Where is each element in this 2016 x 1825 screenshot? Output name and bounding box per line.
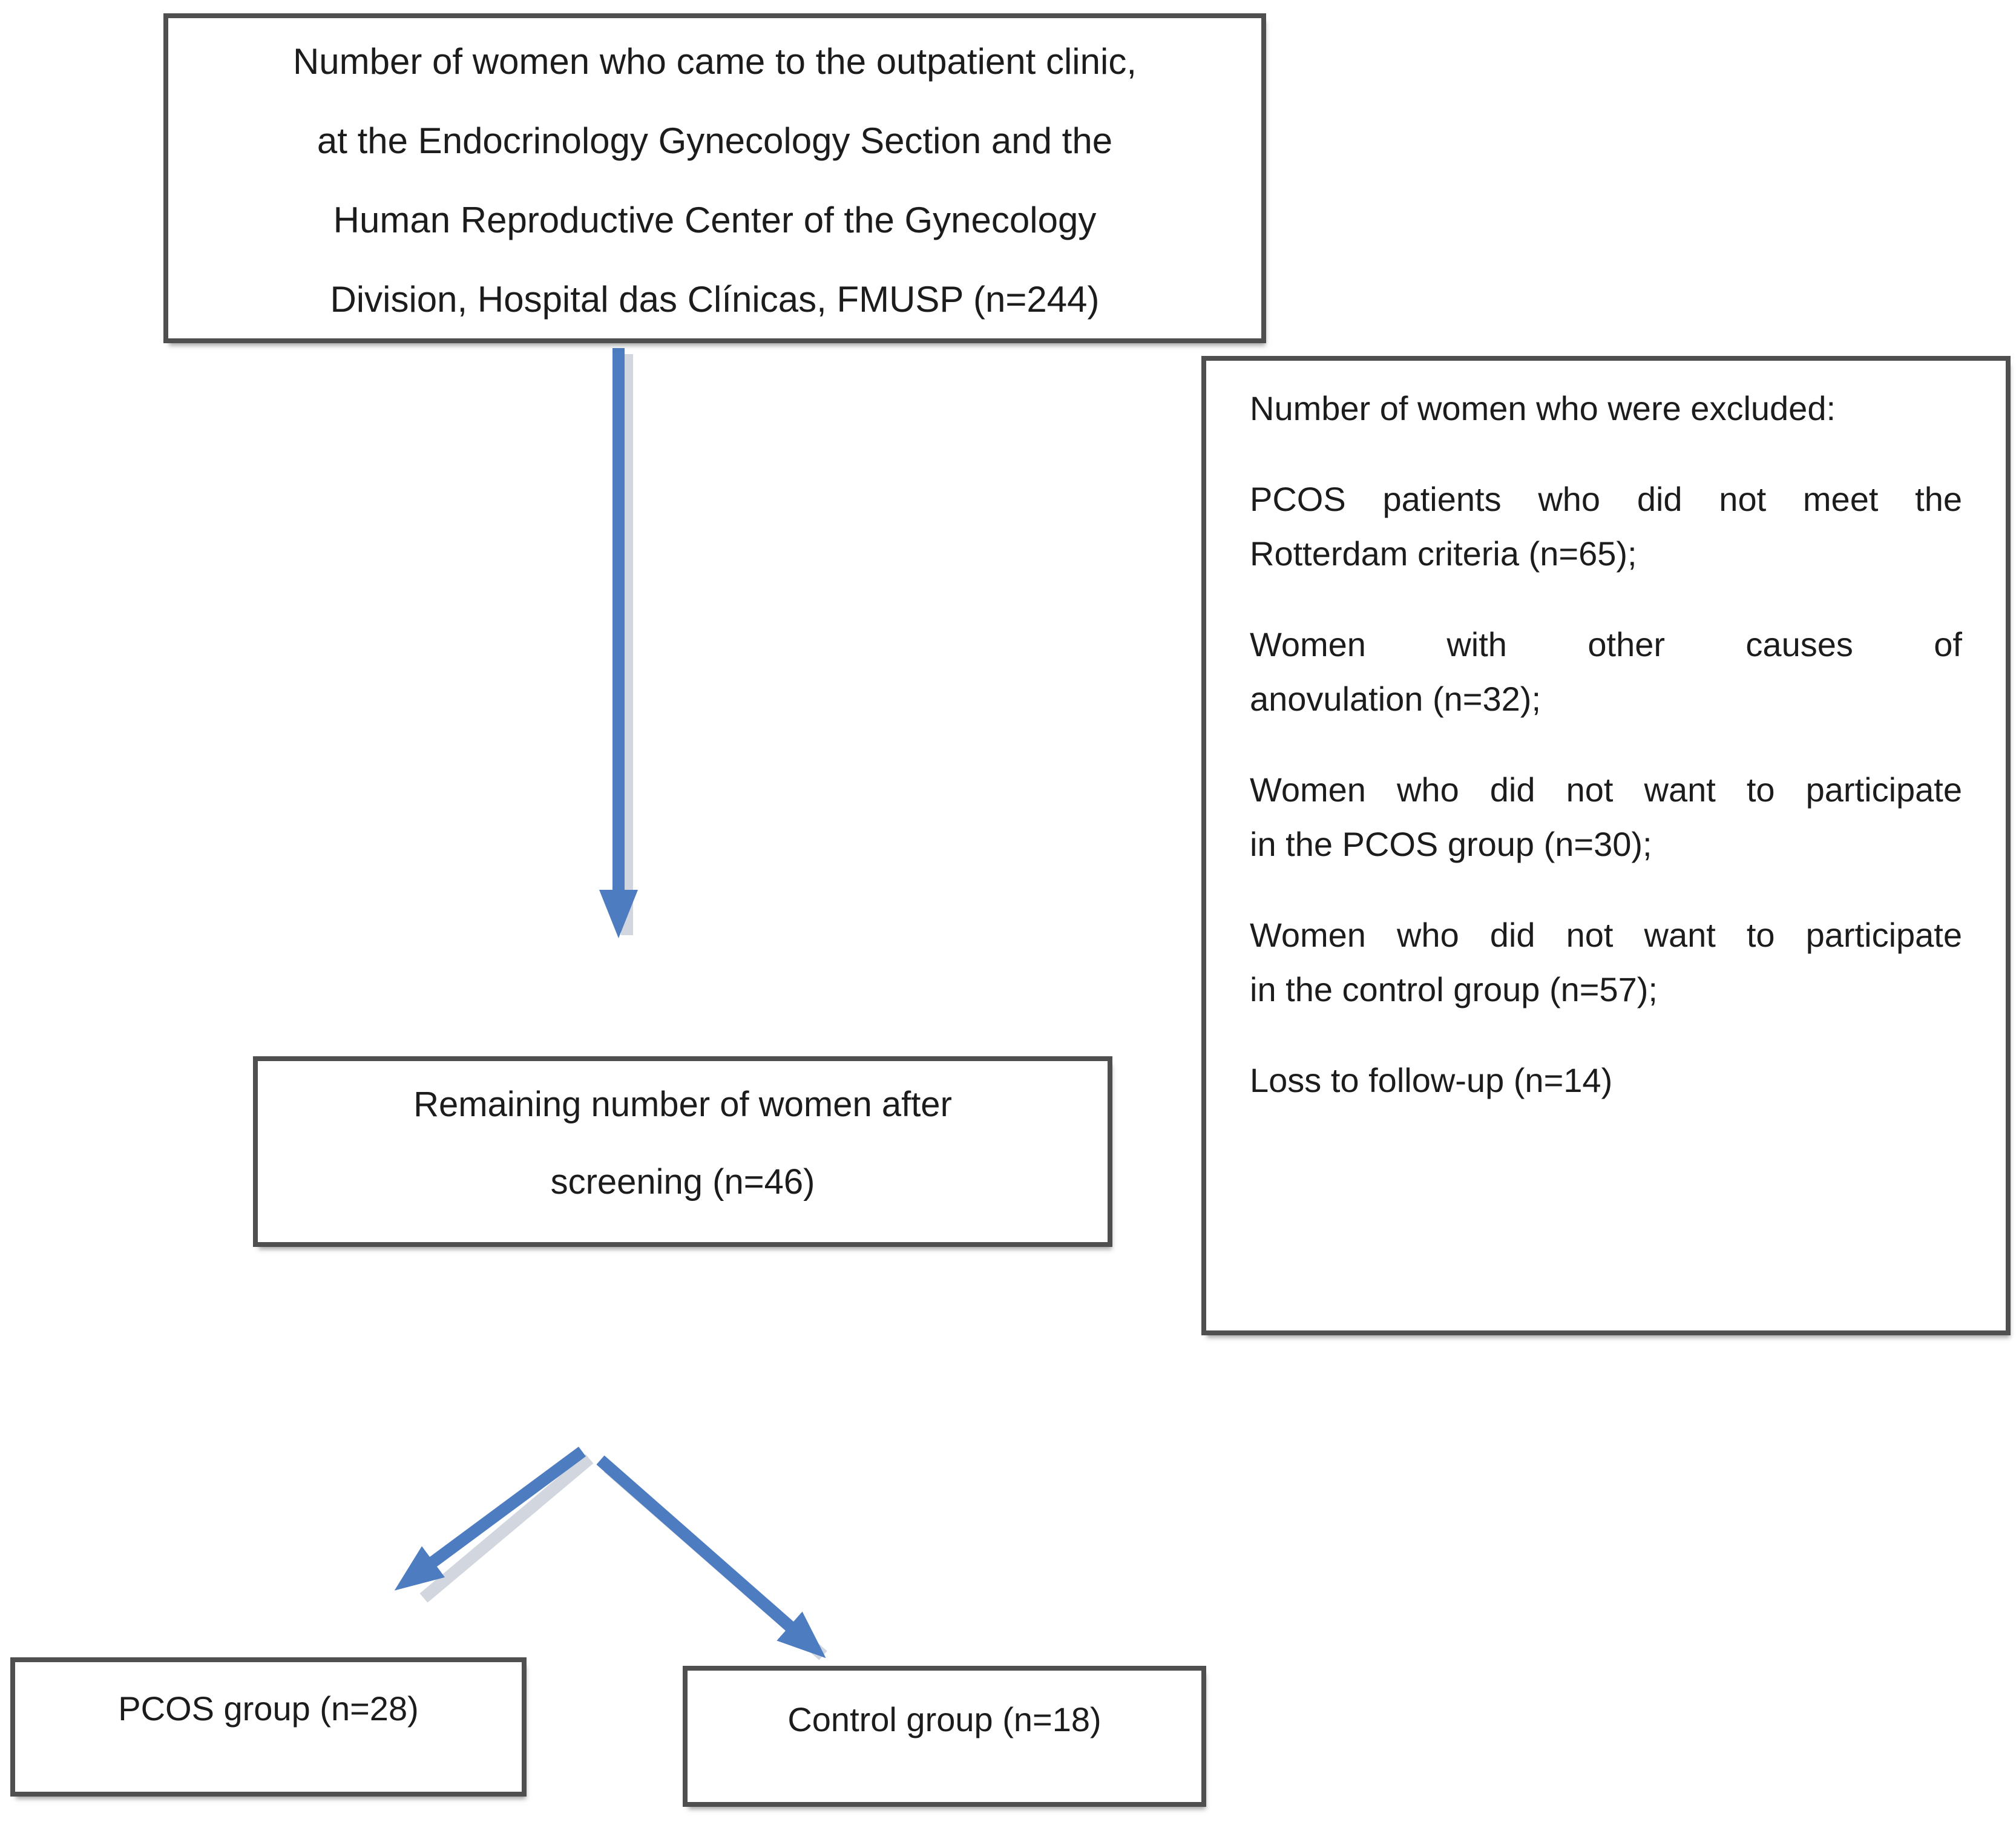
arrow-split-to-control [596,1455,826,1659]
exclusion-item: Women who did not want to participate in… [1250,763,1962,872]
recruitment-box: Number of women who came to the outpatie… [163,13,1266,343]
exclusion-item: Women with other causes of anovulation (… [1250,617,1962,726]
recruitment-text-line: Division, Hospital das Clínicas, FMUSP (… [330,279,1100,320]
exclusion-item: Women who did not want to participate in… [1250,908,1962,1017]
exclusion-item-line: Women with other causes of [1250,625,1962,663]
control-group-label: Control group (n=18) [787,1700,1102,1738]
pcos-group-box: PCOS group (n=28) [10,1657,527,1797]
screening-box: Remaining number of women after screenin… [253,1056,1112,1247]
arrow-split-to-pcos [394,1446,586,1591]
control-group-box: Control group (n=18) [683,1666,1206,1807]
arrow-shadow [419,1454,594,1603]
exclusion-item: PCOS patients who did not meet the Rotte… [1250,472,1962,581]
exclusion-heading: Number of women who were excluded: [1250,389,1836,427]
pcos-group-label: PCOS group (n=28) [118,1689,419,1728]
arrow-shadow [603,1462,827,1660]
exclusion-item-line: Rotterdam criteria (n=65); [1250,534,1637,573]
screening-text-line: Remaining number of women after [413,1085,952,1124]
exclusion-box: Number of women who were excluded: PCOS … [1201,356,2011,1335]
exclusion-item-line: Loss to follow-up (n=14) [1250,1061,1613,1099]
exclusion-item-line: Women who did not want to participate [1250,916,1962,954]
exclusion-item-line: anovulation (n=32); [1250,680,1542,718]
recruitment-text-line: at the Endocrinology Gynecology Section … [317,120,1113,161]
exclusion-item-line: PCOS patients who did not meet the [1250,480,1962,518]
recruitment-text-line: Human Reproductive Center of the Gynecol… [333,200,1097,240]
exclusion-item-line: Women who did not want to participate [1250,771,1962,809]
exclusion-item: Loss to follow-up (n=14) [1250,1053,1962,1108]
screening-text-line: screening (n=46) [550,1162,815,1202]
exclusion-item-line: in the control group (n=57); [1250,970,1658,1008]
exclusion-item-line: in the PCOS group (n=30); [1250,825,1652,863]
recruitment-text-line: Number of women who came to the outpatie… [292,41,1137,82]
